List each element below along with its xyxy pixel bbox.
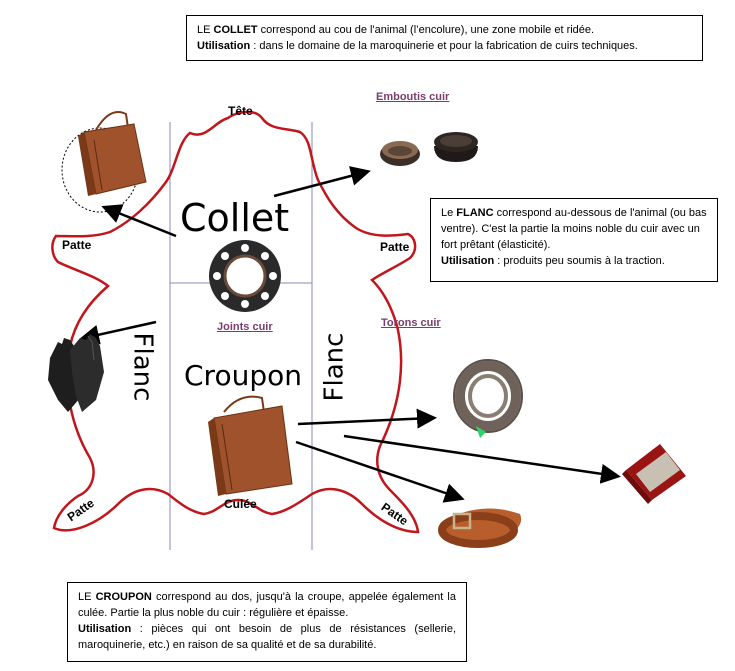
arrows bbox=[79, 166, 621, 503]
collet-info-box: LE COLLET correspond au cou de l'animal … bbox=[186, 15, 703, 61]
part-label-flanc-right: Flanc bbox=[319, 332, 350, 402]
belt-icon bbox=[438, 508, 522, 548]
label-tete: Tête bbox=[228, 104, 253, 118]
part-label-collet: Collet bbox=[180, 196, 290, 240]
leather-cups-icon bbox=[380, 132, 478, 166]
part-label-croupon: Croupon bbox=[184, 359, 302, 392]
link-joints-cuir[interactable]: Joints cuir bbox=[217, 321, 273, 333]
red-wallet-icon bbox=[622, 444, 686, 504]
part-label-flanc-left: Flanc bbox=[127, 332, 158, 402]
handbag-icon bbox=[61, 111, 147, 213]
gasket-icon bbox=[209, 240, 281, 312]
gloves-icon bbox=[48, 334, 104, 412]
flanc-info-box: Le FLANC correspond au-dessous de l'anim… bbox=[430, 198, 718, 282]
croupon-info-box: LE CROUPON correspond au dos, jusqu'à la… bbox=[67, 582, 467, 662]
link-emboutis-cuir[interactable]: Emboutis cuir bbox=[376, 91, 450, 103]
handbag-icon bbox=[208, 395, 293, 496]
label-patte-left-upper: Patte bbox=[62, 238, 92, 252]
cord-coil-icon bbox=[453, 359, 523, 438]
hide-outline bbox=[51, 110, 420, 534]
link-torons-cuir[interactable]: Torons cuir bbox=[381, 317, 441, 329]
label-patte-right-upper: Patte bbox=[380, 240, 410, 254]
label-culee: Culée bbox=[224, 497, 257, 511]
